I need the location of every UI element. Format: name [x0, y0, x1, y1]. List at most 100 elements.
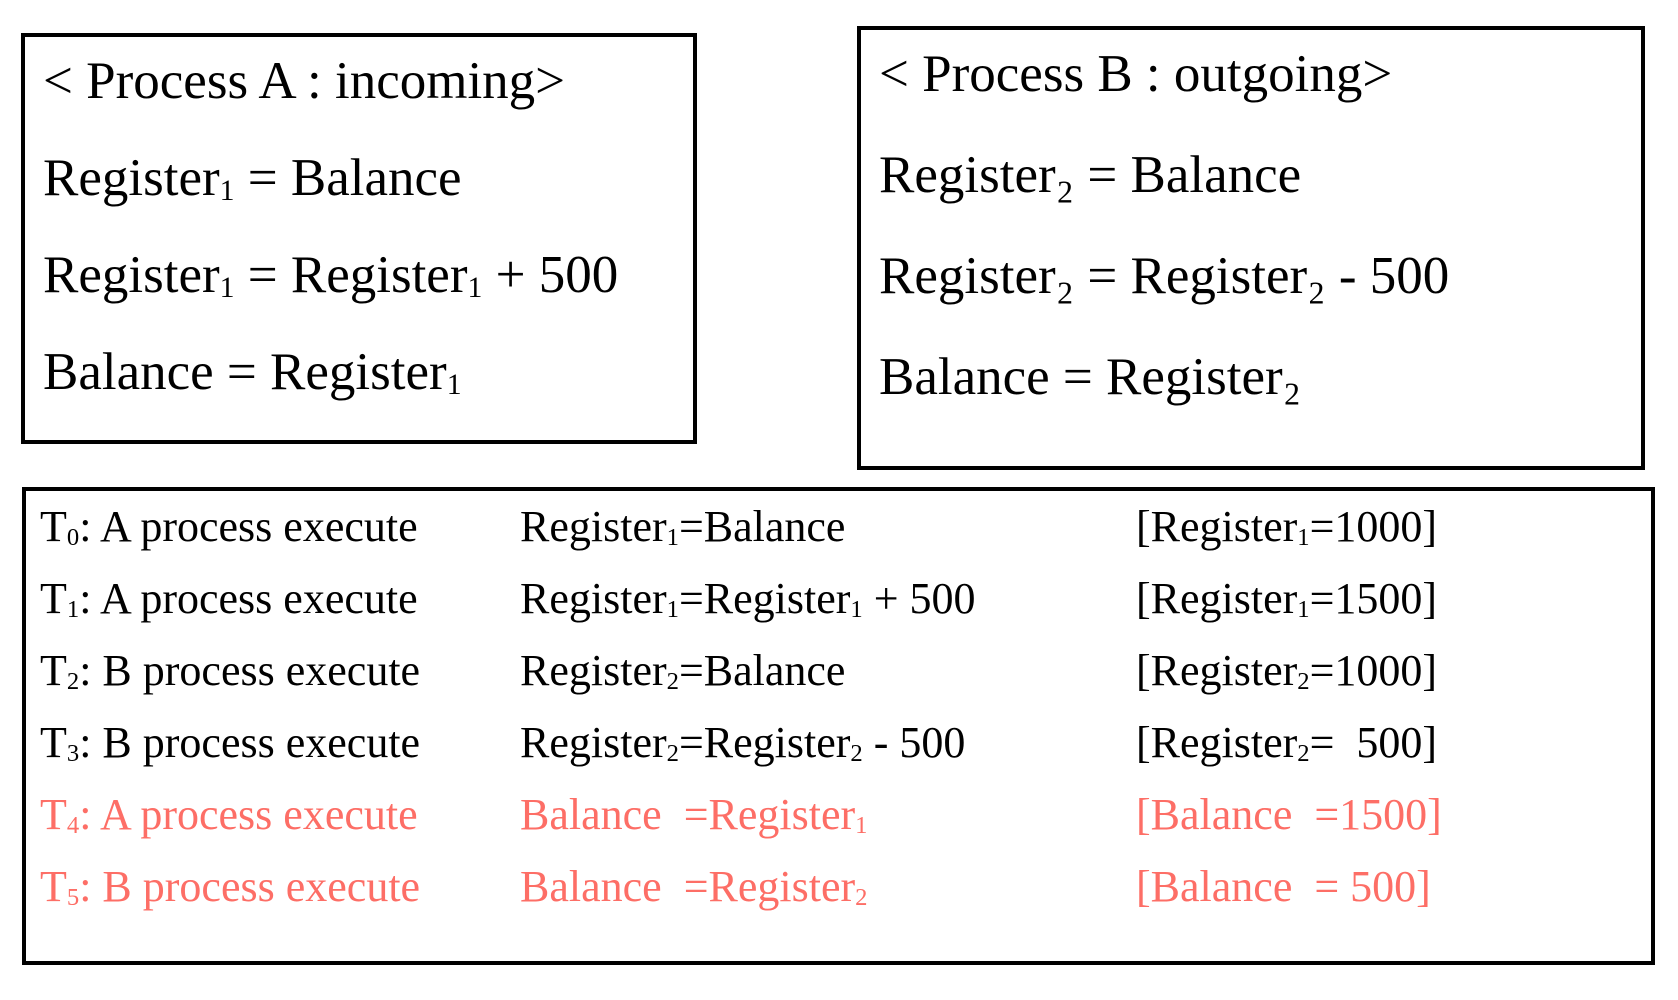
- register-subscript: 1: [855, 812, 868, 840]
- register-subscript: 1: [219, 272, 235, 305]
- result-text: [Balance =1500]: [1136, 790, 1442, 839]
- operation-text: Register: [520, 718, 667, 767]
- register-subscript: 1: [467, 272, 483, 305]
- trace-result: [Register2= 500]: [1136, 718, 1616, 768]
- step-description: : B process execute: [79, 646, 421, 695]
- register-subscript: 1: [666, 524, 679, 552]
- step-subscript: 3: [66, 740, 80, 768]
- step-subscript: 0: [66, 524, 80, 552]
- statement-text: + 500: [482, 246, 619, 304]
- step-letter: T: [40, 862, 67, 911]
- trace-operation: Register2=Balance: [520, 646, 1136, 696]
- step-subscript: 5: [66, 884, 80, 912]
- result-text: =1000]: [1309, 646, 1438, 695]
- trace-step-label: T0: A process execute: [40, 502, 520, 552]
- process-a-statement-1: Register1 = Balance: [43, 149, 693, 208]
- register-subscript: 2: [855, 884, 868, 912]
- step-subscript: 1: [66, 596, 80, 624]
- result-text: [Register: [1136, 574, 1298, 623]
- trace-operation: Register2=Register2 - 500: [520, 718, 1136, 768]
- statement-text: Register: [43, 149, 220, 207]
- register-subscript: 1: [850, 596, 863, 624]
- operation-text: Register: [520, 646, 667, 695]
- register-subscript: 1: [219, 175, 235, 208]
- trace-result: [Register1=1000]: [1136, 502, 1616, 552]
- process-a-box: < Process A : incoming> Register1 = Bala…: [21, 33, 697, 444]
- result-text: =1000]: [1309, 502, 1438, 551]
- step-description: : A process execute: [79, 790, 418, 839]
- register-subscript: 1: [1297, 524, 1310, 552]
- register-subscript: 1: [1297, 596, 1310, 624]
- result-text: [Balance = 500]: [1136, 862, 1431, 911]
- trace-operation: Register1=Balance: [520, 502, 1136, 552]
- trace-step-label: T2: B process execute: [40, 646, 520, 696]
- result-text: [Register: [1136, 502, 1298, 551]
- register-subscript: 2: [1297, 740, 1310, 768]
- operation-text: =Balance: [678, 646, 846, 695]
- trace-result: [Balance = 500]: [1136, 865, 1616, 909]
- operation-text: =Register: [678, 574, 851, 623]
- step-subscript: 2: [66, 668, 80, 696]
- result-text: [Register: [1136, 718, 1298, 767]
- trace-operation: Balance =Register1: [520, 790, 1136, 840]
- process-b-box: < Process B : outgoing> Register₂ = Bala…: [857, 26, 1645, 470]
- step-subscript: 4: [66, 812, 80, 840]
- process-b-statement-3: Balance = Register₂: [879, 348, 1302, 406]
- operation-text: Balance =Register: [520, 790, 856, 839]
- step-description: : A process execute: [79, 502, 418, 551]
- process-b-title: < Process B : outgoing>: [879, 45, 1393, 103]
- result-text: = 500]: [1309, 718, 1438, 767]
- trace-result: [Register2=1000]: [1136, 646, 1616, 696]
- result-text: =1500]: [1309, 574, 1438, 623]
- process-a-title: < Process A : incoming>: [43, 52, 566, 110]
- step-description: : B process execute: [79, 718, 421, 767]
- process-b-statement-2: Register₂ = Register₂ - 500: [879, 247, 1450, 305]
- register-subscript: 2: [666, 668, 679, 696]
- step-letter: T: [40, 718, 67, 767]
- trace-step-label: T4: A process execute: [40, 790, 520, 840]
- register-subscript: 1: [446, 369, 462, 402]
- step-description: : B process execute: [79, 862, 421, 911]
- process-a-statement-2: Register1 = Register1 + 500: [43, 246, 693, 305]
- trace-step-label: T3: B process execute: [40, 718, 520, 768]
- statement-text: Register: [43, 246, 220, 304]
- step-letter: T: [40, 790, 67, 839]
- register-subscript: 2: [850, 740, 863, 768]
- trace-operation: Balance =Register2: [520, 862, 1136, 912]
- trace-step-label: T1: A process execute: [40, 574, 520, 624]
- result-text: [Register: [1136, 646, 1298, 695]
- trace-result: [Register1=1500]: [1136, 574, 1616, 624]
- step-letter: T: [40, 502, 67, 551]
- statement-text: = Balance: [234, 149, 462, 207]
- process-a-statement-3: Balance = Register1: [43, 343, 693, 402]
- step-letter: T: [40, 574, 67, 623]
- trace-step-label: T5: B process execute: [40, 862, 520, 912]
- step-letter: T: [40, 646, 67, 695]
- process-b-content: < Process B : outgoing> Register₂ = Bala…: [861, 30, 1641, 404]
- trace-operation: Register1=Register1 + 500: [520, 574, 1136, 624]
- operation-text: =Register: [678, 718, 851, 767]
- operation-text: =Balance: [678, 502, 846, 551]
- operation-text: Register: [520, 574, 667, 623]
- operation-text: Register: [520, 502, 667, 551]
- process-b-statement-1: Register₂ = Balance: [879, 146, 1302, 204]
- operation-text: + 500: [862, 574, 976, 623]
- statement-text: Balance = Register: [43, 343, 447, 401]
- operation-text: Balance =Register: [520, 862, 856, 911]
- register-subscript: 2: [1297, 668, 1310, 696]
- step-description: : A process execute: [79, 574, 418, 623]
- operation-text: - 500: [862, 718, 966, 767]
- register-subscript: 2: [666, 740, 679, 768]
- statement-text: = Register: [234, 246, 468, 304]
- register-subscript: 1: [666, 596, 679, 624]
- process-a-content: < Process A : incoming> Register1 = Bala…: [25, 37, 693, 402]
